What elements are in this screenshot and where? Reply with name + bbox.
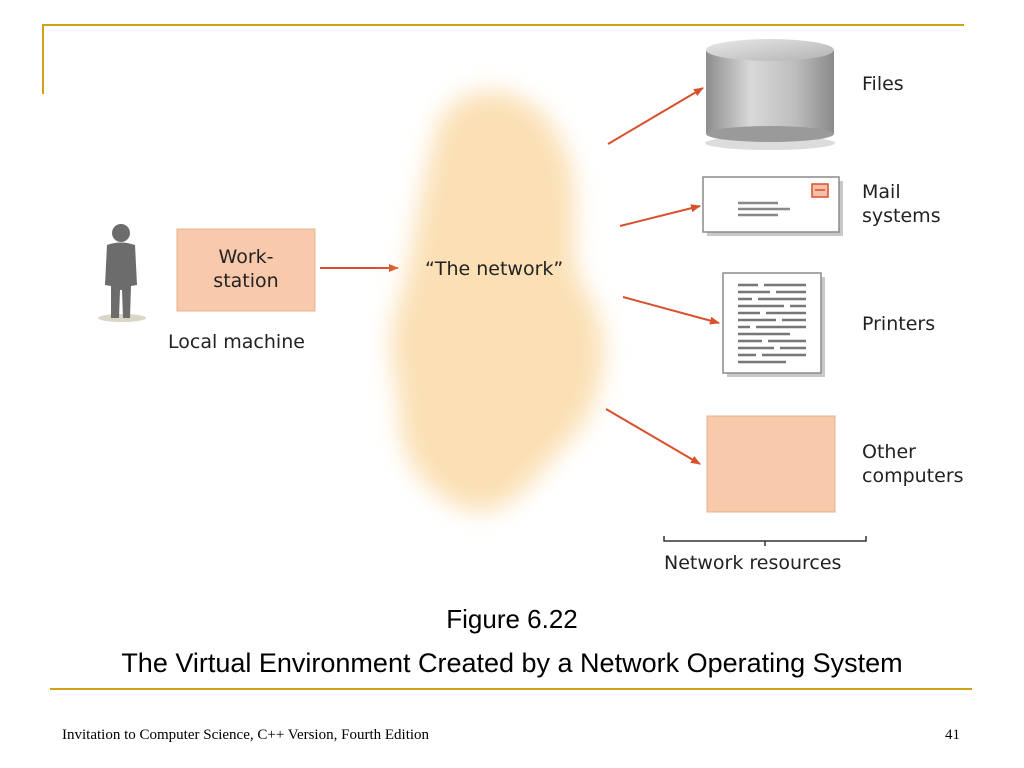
- arrow-to-other-computers: [605, 408, 701, 465]
- printed-page-icon: [722, 272, 825, 377]
- mail-envelope-icon: [702, 176, 843, 236]
- figure-number: Figure 6.22: [446, 604, 578, 634]
- figure-title: The Virtual Environment Created by a Net…: [121, 648, 903, 678]
- files-cylinder-icon: [705, 39, 835, 150]
- page-number: 41: [945, 727, 960, 743]
- other-computers-label: Other computers: [862, 441, 964, 487]
- arrow-to-mail: [619, 204, 701, 227]
- mail-systems-label: Mail systems: [862, 181, 941, 227]
- footer-rule: [50, 688, 972, 690]
- network-label: “The network”: [425, 258, 564, 280]
- network-cloud: [391, 91, 604, 512]
- left-border-rule: [42, 24, 44, 94]
- book-title-footer: Invitation to Computer Science, C++ Vers…: [62, 727, 430, 743]
- other-computers-box: [706, 415, 836, 513]
- network-resources-bracket: [663, 536, 867, 546]
- workstation-box: [176, 228, 316, 312]
- top-border-rule: [42, 24, 964, 26]
- person-icon: [98, 224, 146, 322]
- files-label: Files: [862, 73, 904, 95]
- arrow-to-printers: [622, 296, 720, 325]
- arrow-to-files: [607, 87, 704, 145]
- workstation-label: Work- station: [213, 246, 279, 292]
- printers-label: Printers: [862, 313, 936, 335]
- network-resources-label: Network resources: [664, 552, 842, 574]
- local-machine-label: Local machine: [168, 331, 305, 353]
